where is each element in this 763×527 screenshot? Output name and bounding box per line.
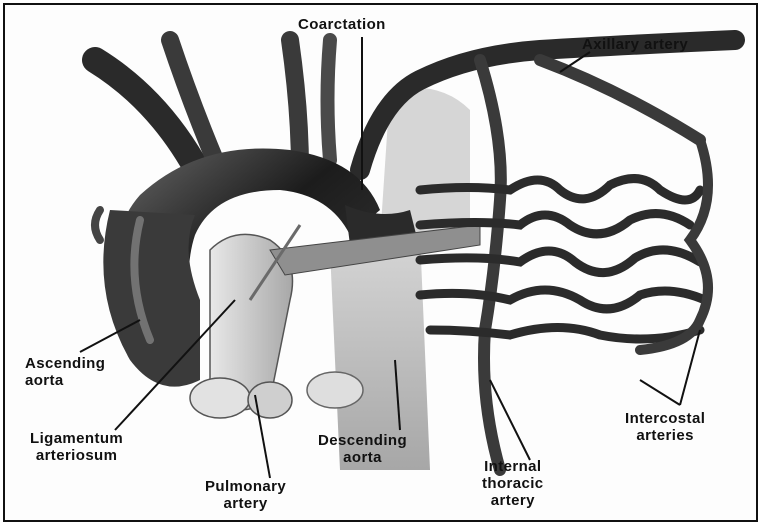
label-ligamentum-arteriosum: Ligamentum arteriosum (30, 430, 123, 464)
internal-thoracic-artery-shape (480, 60, 501, 470)
pulmonary-vein-right (307, 372, 363, 408)
label-ascending-line2: aorta (25, 372, 105, 389)
label-internal-line3: artery (482, 492, 544, 509)
label-pulmonary-line2: artery (205, 495, 286, 512)
left-appendage (95, 210, 100, 240)
lateral-anastomosis (640, 140, 708, 350)
label-coarctation: Coarctation (298, 16, 386, 33)
label-intercostal-arteries: Intercostal arteries (625, 410, 705, 444)
label-internal-thoracic-artery: Internal thoracic artery (482, 458, 544, 509)
label-ligamentum-line1: Ligamentum (30, 430, 123, 447)
label-pulmonary-artery: Pulmonary artery (205, 478, 286, 512)
ascending-aorta-shape (103, 210, 200, 387)
left-subclavian (328, 40, 331, 160)
label-descending-line1: Descending (318, 432, 407, 449)
label-ligamentum-line2: arteriosum (30, 447, 123, 464)
label-ascending-line1: Ascending (25, 355, 105, 372)
label-axillary-artery: Axillary artery (582, 36, 688, 53)
label-descending-aorta: Descending aorta (318, 432, 407, 466)
label-internal-line2: thoracic (482, 475, 544, 492)
axillary-branch (540, 60, 700, 140)
label-internal-line1: Internal (482, 458, 544, 475)
pulmonary-bulb-left (190, 378, 250, 418)
pulmonary-bulb-mid (248, 382, 292, 418)
label-descending-line2: aorta (318, 449, 407, 466)
label-intercostal-line1: Intercostal (625, 410, 705, 427)
label-intercostal-line2: arteries (625, 427, 705, 444)
label-ascending-aorta: Ascending aorta (25, 355, 105, 389)
label-pulmonary-line1: Pulmonary (205, 478, 286, 495)
